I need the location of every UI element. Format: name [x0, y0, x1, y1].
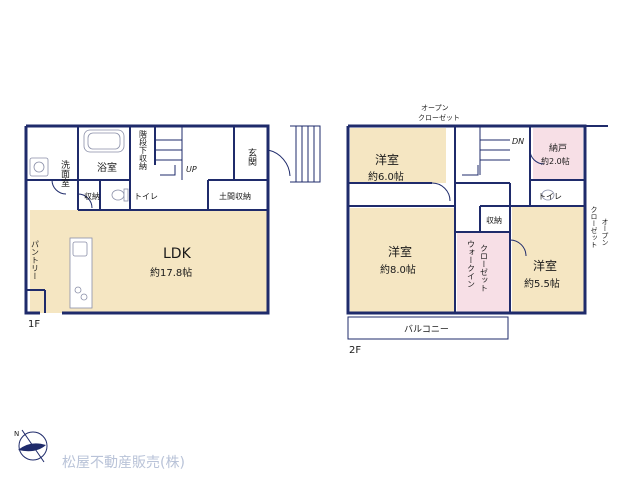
ldk-floor — [30, 210, 268, 313]
stair-1f — [155, 126, 183, 180]
label-pantry: パントリー — [31, 240, 40, 280]
label-ldk-size: 約17.8帖 — [150, 266, 192, 279]
label-washroom: 洗面室 — [59, 159, 70, 187]
label-nando: 納戸 — [549, 142, 567, 154]
label-walkin-2: クローゼット — [480, 244, 489, 292]
western3-floor — [512, 206, 584, 313]
nando-floor — [533, 128, 583, 180]
label-balcony: バルコニー — [404, 324, 449, 335]
label-western2: 洋室 — [388, 244, 412, 259]
company-name: 松屋不動産販売(株) — [62, 455, 185, 471]
label-dn: DN — [512, 137, 524, 146]
first-floor: 洗面室 浴室 階段下収納 UP 玄関 収納 トイレ 土間収納 LDK 約17.8… — [24, 124, 321, 330]
label-2f: 2F — [349, 345, 361, 356]
label-toilet-2f: トイレ — [538, 192, 562, 201]
compass-icon: N — [14, 429, 48, 463]
entrance-steps — [267, 125, 321, 183]
western2-floor — [350, 208, 455, 313]
label-storage-2f: 収納 — [486, 215, 502, 225]
label-bath: 浴室 — [97, 161, 117, 174]
label-toilet: トイレ — [134, 192, 158, 201]
label-open-closet-side-1: クローゼット — [590, 206, 598, 248]
label-walkin-1: ウォークイン — [467, 240, 476, 288]
walkin-floor — [457, 232, 509, 312]
label-western1-size: 約6.0帖 — [368, 170, 404, 183]
label-western2-size: 約8.0帖 — [380, 263, 416, 276]
label-western3: 洋室 — [533, 258, 557, 273]
western1-floor — [350, 128, 446, 183]
toilet-fixture-2f — [541, 189, 555, 201]
label-storage-stair: 階段下収納 — [139, 129, 148, 171]
label-nando-size: 約2.0帖 — [541, 156, 570, 166]
label-open-closet-top-1: オープン — [421, 104, 449, 112]
label-western3-size: 約5.5帖 — [524, 277, 560, 290]
toilet-fixture — [111, 189, 125, 201]
svg-text:N: N — [14, 430, 19, 438]
label-entrance: 玄関 — [246, 147, 257, 167]
label-storage: 収納 — [84, 191, 100, 201]
label-1f: 1F — [28, 319, 40, 330]
label-doma-storage: 土間収納 — [219, 191, 251, 201]
stair-2f — [462, 126, 510, 176]
label-western1: 洋室 — [375, 152, 399, 167]
second-floor: オープン クローゼット DN 納戸 約2.0帖 洋室 約6.0帖 トイレ クロー… — [346, 104, 609, 356]
label-open-closet-top-2: クローゼット — [418, 113, 460, 122]
label-ldk: LDK — [163, 246, 192, 262]
label-up: UP — [186, 165, 197, 174]
balcony — [347, 316, 509, 340]
label-open-closet-side-2: オープン — [601, 218, 609, 246]
